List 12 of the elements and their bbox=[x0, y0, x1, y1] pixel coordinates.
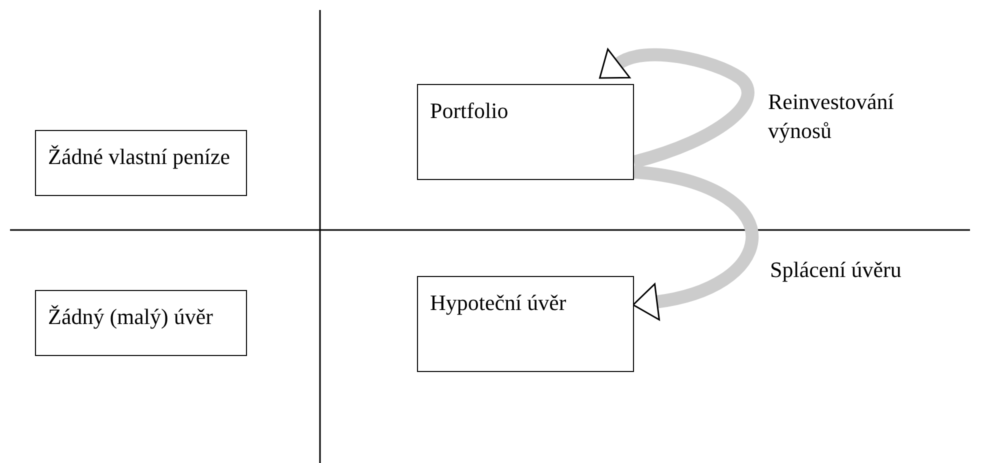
box-label: Hypoteční úvěr bbox=[430, 289, 568, 317]
curved-arrow bbox=[632, 166, 758, 320]
annotation-text: Splácení úvěru bbox=[770, 256, 902, 284]
annotation-text: Reinvestování výnosů bbox=[768, 88, 895, 145]
box-label: Žádný (malý) úvěr bbox=[48, 303, 214, 331]
text-box bbox=[35, 290, 247, 356]
box-label: Žádné vlastní peníze bbox=[48, 143, 232, 171]
box-label: Portfolio bbox=[430, 97, 510, 125]
text-box bbox=[417, 84, 634, 180]
text-box bbox=[417, 276, 634, 372]
curved-arrow bbox=[597, 47, 754, 168]
text-box bbox=[35, 130, 247, 196]
